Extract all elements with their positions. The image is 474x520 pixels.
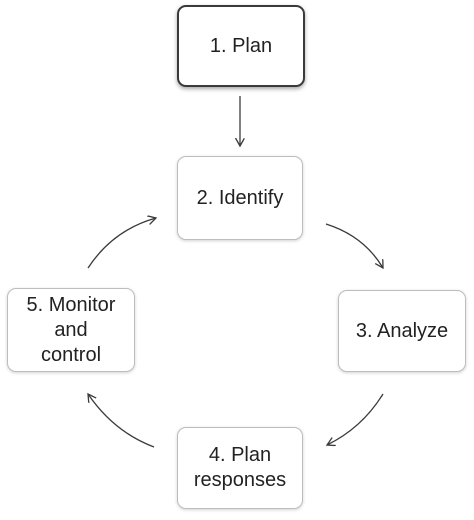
step-identify-box: 2. Identify: [177, 156, 303, 240]
step-monitor-control-box: 5. Monitor and control: [7, 288, 135, 372]
step-plan-label: 1. Plan: [209, 34, 273, 57]
arrow-analyze-to-responses: [327, 393, 384, 445]
arrow-monitor-to-identify: [87, 218, 156, 269]
step-plan-responses-box: 4. Plan responses: [177, 427, 303, 509]
step-analyze-box: 3. Analyze: [338, 290, 466, 372]
step-identify-label: 2. Identify: [196, 186, 284, 209]
step-analyze-label: 3. Analyze: [355, 319, 449, 342]
arrow-responses-to-monitor: [88, 394, 155, 448]
step-plan-responses-label: 4. Plan responses: [193, 444, 287, 491]
arrow-identify-to-analyze: [325, 223, 383, 268]
step-plan-box: 1. Plan: [177, 5, 305, 87]
step-monitor-control-label: 5. Monitor and control: [26, 293, 116, 366]
